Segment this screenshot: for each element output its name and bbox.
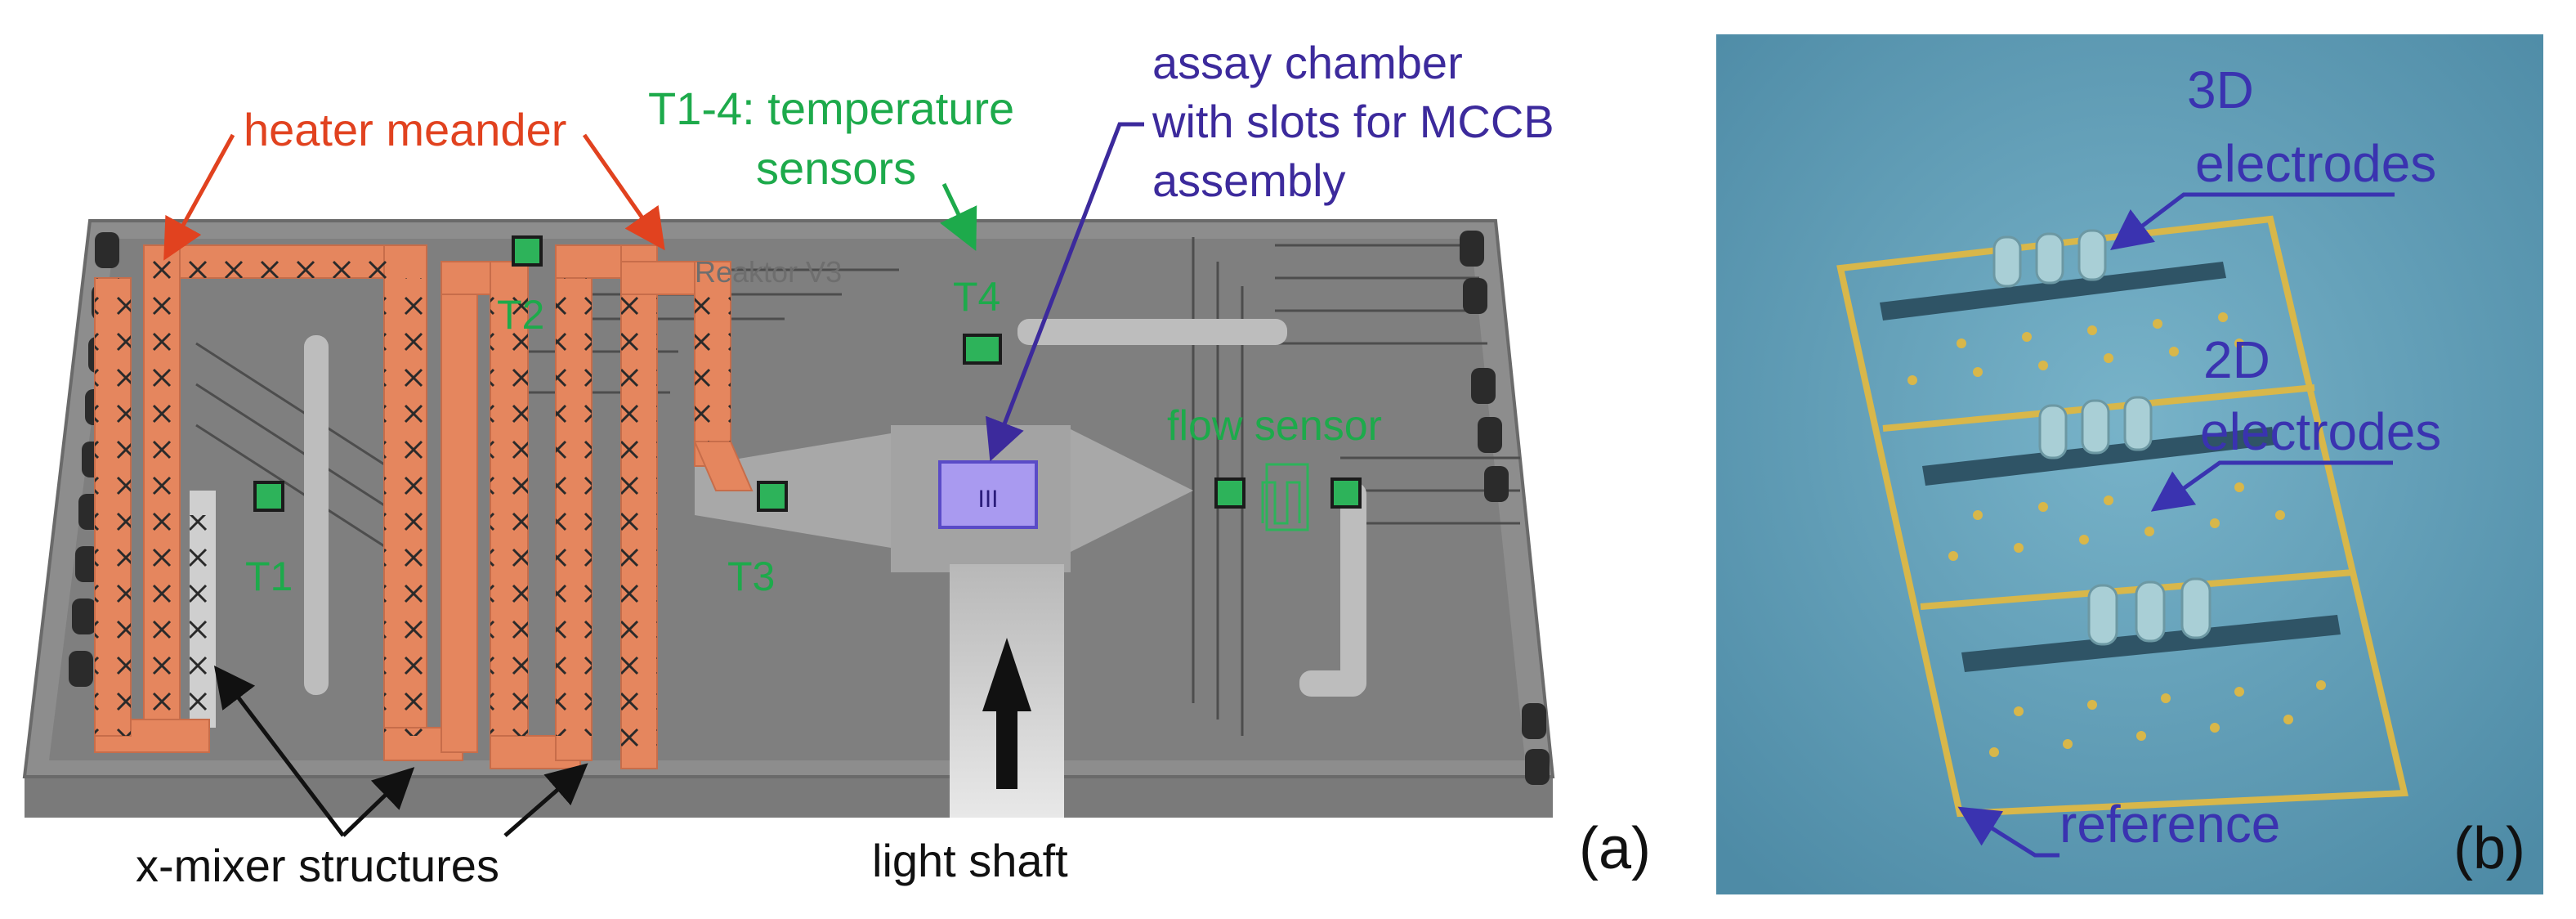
assay-chamber-text: III [977, 486, 998, 513]
panel-a: III Reaktor V3 T1 T2 T3 T4 flow sensor h… [22, 37, 1651, 891]
light-shaft-label: light shaft [872, 835, 1068, 886]
assay-chamber-label-line1: assay chamber [1152, 37, 1463, 88]
reference-label: reference [2059, 795, 2280, 854]
panel-b-label: (b) [2453, 816, 2525, 881]
flow-sensor-label: flow sensor [1167, 402, 1382, 450]
right-contact-pads [1460, 231, 1550, 785]
chip-side [25, 777, 1553, 818]
2d-electrodes-label-line1: 2D [2203, 330, 2270, 389]
flow-sensor-pad-left [1214, 477, 1246, 509]
panel-b-leader-lines [1957, 192, 2395, 858]
sensor-t2-pad [512, 235, 543, 267]
3d-electrodes-label-line2: electrodes [2195, 134, 2436, 193]
assay-chamber-label-line3: assembly [1152, 155, 1346, 206]
sensor-t2-label: T2 [497, 292, 544, 338]
panel-a-label: (a) [1579, 816, 1651, 881]
temp-sensors-label-line1: T1-4: temperature [648, 83, 1014, 134]
heater-meander-label: heater meander [244, 104, 566, 155]
light-shaft-arrow [982, 638, 1031, 789]
flow-sensor-pad-right [1330, 477, 1362, 509]
photo-background [1716, 34, 2543, 894]
assay-chamber-group: III [891, 425, 1071, 572]
x-mixer-marks [95, 245, 731, 752]
sensor-t4-label: T4 [953, 274, 1000, 320]
temp-sensors-label-line2: sensors [756, 142, 916, 194]
electrode-slots [1880, 262, 2341, 672]
2d-electrodes-label-line2: electrodes [2200, 402, 2441, 461]
3d-electrodes-label-line1: 3D [2187, 61, 2254, 119]
sensor-t4-pad [963, 334, 1002, 365]
annotation-arrows [163, 122, 1144, 837]
temperature-sensors [253, 235, 1362, 512]
light-shaft [950, 564, 1064, 818]
2d-electrodes [1907, 312, 2326, 757]
panel-b: 3D electrodes 2D electrodes reference (b… [1716, 34, 2543, 894]
3d-electrodes [1992, 229, 2212, 646]
chip-inscription: Reaktor V3 [695, 255, 842, 289]
assay-chamber-label-line2: with slots for MCCB [1152, 96, 1554, 147]
sensor-t3-pad [757, 481, 788, 512]
flow-sensor-meander [1261, 463, 1309, 531]
x-mixer-label: x-mixer structures [136, 840, 499, 891]
sensor-t1-label: T1 [245, 554, 293, 599]
sensor-t3-label: T3 [727, 554, 775, 599]
sensor-t1-pad [253, 481, 284, 512]
